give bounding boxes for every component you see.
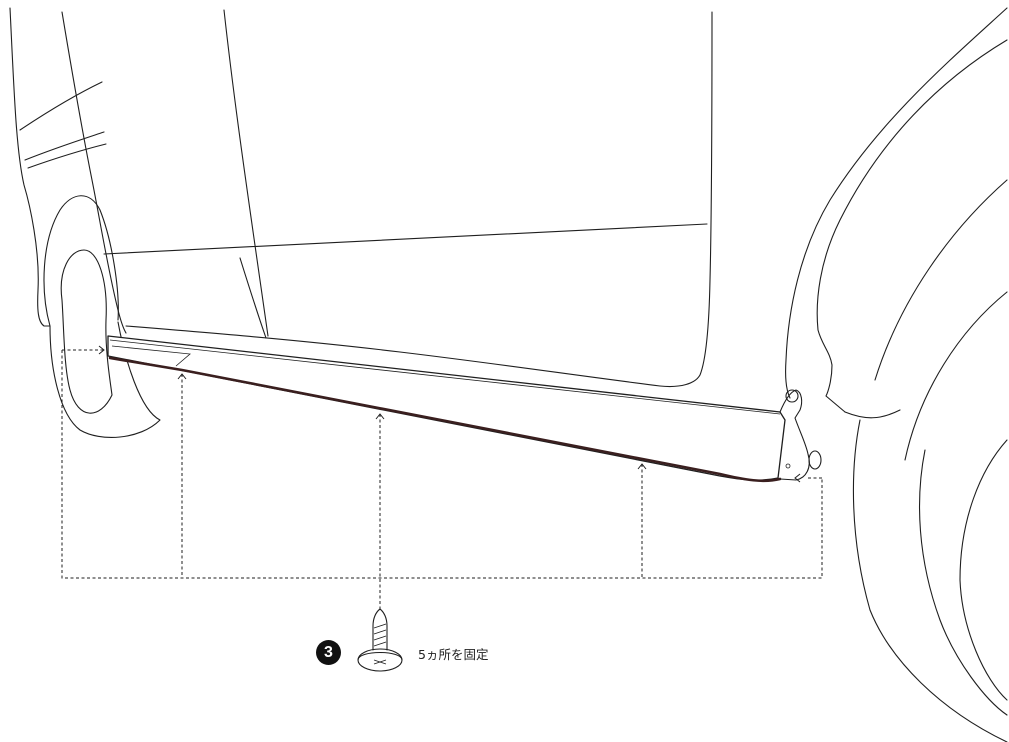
instruction-text: 5ヵ所を固定 <box>418 647 489 662</box>
front-tire <box>852 419 1008 742</box>
step-number-badge: 3 <box>316 640 341 665</box>
front-fender <box>785 7 1008 461</box>
fixing-point-leaders <box>61 345 823 612</box>
rear-tire <box>43 195 161 438</box>
door-outline <box>103 9 713 388</box>
side-sill <box>107 335 822 483</box>
rear-fender <box>9 7 127 334</box>
screw-icon <box>357 608 403 672</box>
